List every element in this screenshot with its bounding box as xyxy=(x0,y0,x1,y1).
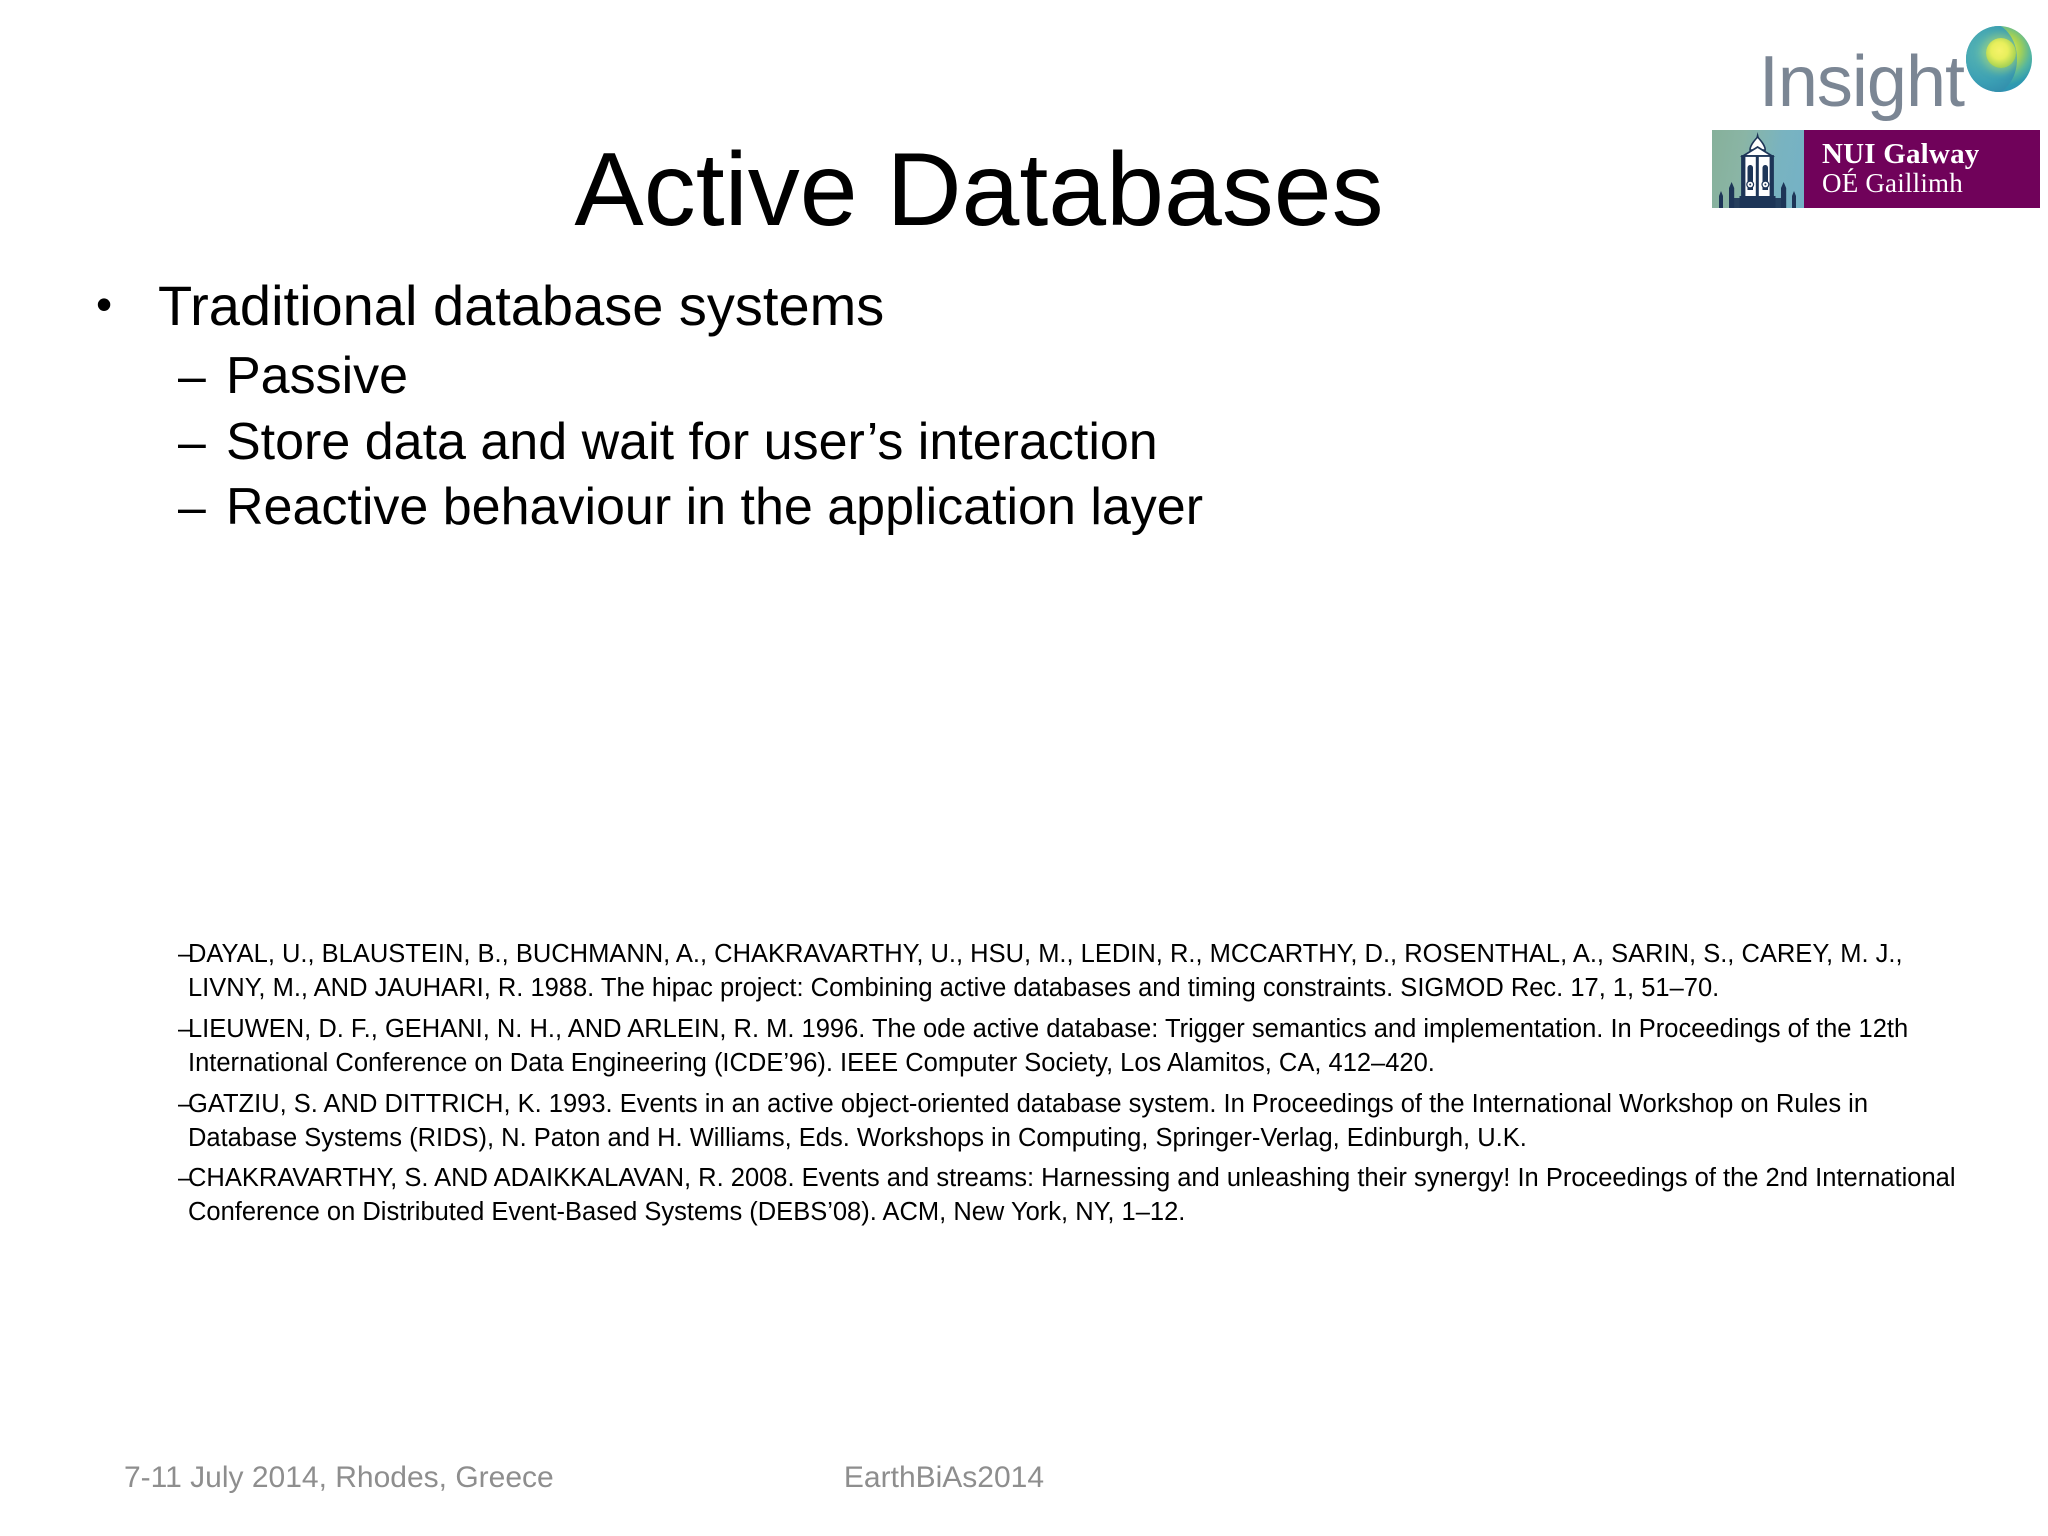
bullet-level2: – Passive xyxy=(178,344,1952,410)
nui-galway-text-panel: NUI Galway OÉ Gaillimh xyxy=(1804,130,2040,208)
slide-body: • Traditional database systems – Passive… xyxy=(96,272,1952,541)
bullet-text: Traditional database systems xyxy=(158,274,885,337)
bullet-marker-dash: – xyxy=(178,1014,193,1043)
quadrangle-tower-icon xyxy=(1712,130,1804,208)
reference-text: LIEUWEN, D. F., GEHANI, N. H., AND ARLEI… xyxy=(188,1014,1909,1077)
bullet-marker-dash: – xyxy=(178,348,206,405)
bullet-level1: • Traditional database systems xyxy=(96,272,1952,340)
footer-event-location: 7-11 July 2014, Rhodes, Greece xyxy=(124,1461,554,1494)
bullet-marker-dash: – xyxy=(178,413,206,470)
bullet-marker-dash: – xyxy=(178,940,193,968)
bullet-level2: – Reactive behaviour in the application … xyxy=(178,475,1952,541)
slide-title: Active Databases xyxy=(574,131,1384,248)
bullet-marker-dash: – xyxy=(178,479,206,536)
nui-galway-name-en: NUI Galway xyxy=(1822,137,1980,170)
insight-logo: Insight xyxy=(1759,22,2032,118)
bullet-text: Reactive behaviour in the application la… xyxy=(226,478,1204,537)
slide-footer: 7-11 July 2014, Rhodes, Greece EarthBiAs… xyxy=(0,1456,2048,1500)
insight-wordmark: Insight xyxy=(1758,42,1965,122)
reference-item: – GATZIU, S. AND DITTRICH, K. 1993. Even… xyxy=(96,1088,1978,1156)
references-list: – DAYAL, U., BLAUSTEIN, B., BUCHMANN, A.… xyxy=(96,938,1978,1237)
branding-logo-block: Insight xyxy=(1710,8,2040,213)
reference-item: – LIEUWEN, D. F., GEHANI, N. H., AND ARL… xyxy=(96,1013,1978,1081)
bullet-marker-dash: – xyxy=(178,1089,193,1118)
nui-galway-logo: NUI Galway OÉ Gaillimh xyxy=(1712,130,2040,208)
bullet-marker-dot: • xyxy=(96,278,113,330)
bullet-level2: – Store data and wait for user’s interac… xyxy=(178,410,1952,476)
footer-event-name: EarthBiAs2014 xyxy=(843,1461,1045,1494)
reference-text: CHAKRAVARTHY, S. AND ADAIKKALAVAN, R. 20… xyxy=(188,1164,1956,1227)
reference-text: DAYAL, U., BLAUSTEIN, B., BUCHMANN, A., … xyxy=(188,940,1903,1002)
bullet-text: Passive xyxy=(226,347,409,406)
reference-item: – DAYAL, U., BLAUSTEIN, B., BUCHMANN, A.… xyxy=(96,938,1978,1006)
bullet-marker-dash: – xyxy=(178,1164,193,1193)
nui-galway-name-ga: OÉ Gaillimh xyxy=(1822,168,1963,199)
reference-item: – CHAKRAVARTHY, S. AND ADAIKKALAVAN, R. … xyxy=(96,1162,1978,1230)
bullet-text: Store data and wait for user’s interacti… xyxy=(226,412,1158,471)
insight-orb-icon xyxy=(1966,26,2032,92)
reference-text: GATZIU, S. AND DITTRICH, K. 1993. Events… xyxy=(188,1089,1869,1152)
